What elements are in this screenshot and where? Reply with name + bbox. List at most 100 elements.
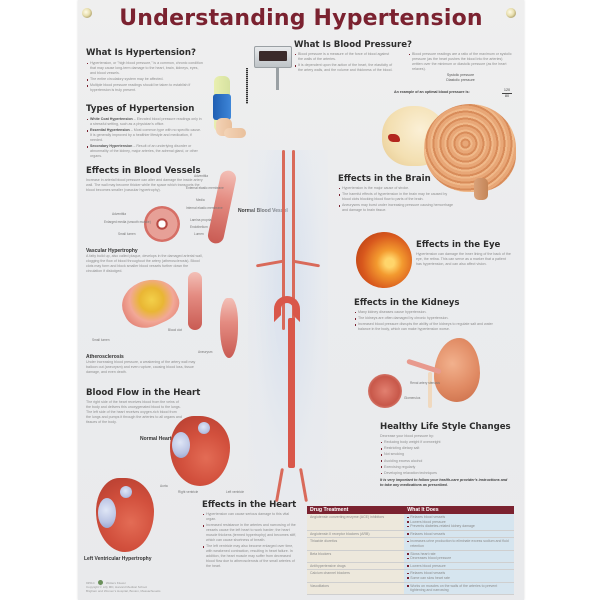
table-row: Angiotensin converting enzyme (ACE) inhi…	[307, 514, 514, 531]
aortic-arch	[274, 296, 300, 322]
optimal-bp-label: An example of an optimal blood pressure …	[394, 90, 470, 94]
lifestyle-note: It is very important to follow your heal…	[380, 477, 508, 487]
section-types-of-hypertension: Types of Hypertension White Coat Hyperte…	[86, 104, 204, 161]
table-row: Antihypertensive drugs Lowers blood pres…	[307, 562, 514, 571]
table-row: Angiotensin II receptor blockers (ARB) R…	[307, 530, 514, 539]
subheading: Atherosclerosis	[86, 354, 124, 360]
bullet: Essential Hypertension – Most common typ…	[86, 128, 204, 143]
bullet: Increased blood pressure disrupts the ab…	[354, 322, 504, 332]
poster-title: Understanding Hypertension	[119, 6, 483, 31]
label-lumen: Lumen	[194, 232, 204, 236]
section-heading: Effects in the Heart	[202, 500, 297, 510]
bullet: Blood pressure readings are a ratio of t…	[408, 52, 513, 72]
glomerulus-illustration	[368, 374, 402, 408]
section-heading: What Is Hypertension?	[86, 48, 196, 58]
publisher-logo-icon	[97, 580, 103, 585]
stroke-area	[388, 134, 400, 142]
label-lamina-propria: Lamina propria	[190, 218, 212, 222]
section-heading: Healthy Life Style Changes	[380, 422, 511, 432]
label-small-lumen: Small lumen	[92, 338, 110, 342]
bullet: The left ventricle may also become enlar…	[202, 544, 300, 569]
carotid-artery-right	[292, 150, 295, 330]
carotid-artery-left	[282, 150, 285, 330]
descending-aorta	[288, 318, 295, 468]
plaque-vessel-illustration	[114, 270, 186, 336]
lifestyle-intro: Decrease your blood pressure by:	[380, 434, 434, 438]
table-row: Vasodilators Works on muscles on the wal…	[307, 582, 514, 595]
section-blood-flow-heart: Blood Flow in the Heart The right side o…	[86, 388, 201, 425]
lvh-heart-illustration	[96, 478, 154, 552]
bullet: Hypertension, or "high blood pressure," …	[86, 61, 204, 76]
lvh-label: Left Ventricular Hypertrophy	[84, 556, 152, 562]
footer-credits: 9351C Wolters Kluwer Copyright © Lilly M…	[86, 580, 206, 593]
monitor-stand	[276, 68, 279, 90]
label-media: Media	[196, 198, 205, 202]
bullet: Aneurysms may burst under increasing pre…	[338, 203, 456, 213]
bullet: Not smoking	[380, 452, 510, 457]
brainstem	[474, 178, 488, 200]
vascular-hypertrophy: Vascular Hypertrophy A fatty build up, a…	[86, 248, 204, 274]
section-effects-heart: Effects in the Heart Hypertension can ca…	[202, 500, 300, 571]
section-heading: Blood Flow in the Heart	[86, 388, 201, 398]
cuff-tube	[246, 68, 248, 104]
section-text: Increase in arterial blood pressure can …	[86, 178, 203, 192]
section-effects-kidneys: Effects in the Kidneys Many kidney disea…	[354, 298, 504, 334]
section-heading: Effects in the Kidneys	[354, 298, 460, 308]
atherosclerosis: Atherosclerosis Under increasing blood p…	[86, 354, 204, 375]
diastolic-label: Diastolic pressure	[446, 77, 475, 82]
aneurysm-vessel	[220, 298, 238, 358]
eye-retina-illustration	[356, 232, 412, 288]
systolic-label: Systolic pressure	[446, 73, 475, 78]
bullet: Developing relaxation techniques	[380, 471, 510, 476]
hypertension-poster: Understanding Hypertension What Is Hyper…	[78, 0, 524, 600]
thickened-vessel-cross-section	[144, 206, 180, 242]
label-enlarged-media: Enlarged media (smooth muscle)	[104, 220, 151, 224]
publisher-name: Wolters Kluwer	[105, 580, 126, 585]
blood-clot-vessel	[188, 272, 202, 330]
section-text: A fatty build up, also called plaque, de…	[86, 254, 203, 273]
section-text: Hypertension can damage the inner lining…	[416, 252, 511, 266]
label-glomerulus: Glomerulus	[404, 396, 421, 400]
credit-line: Brigham and Women's Hospital, Boston, Ma…	[86, 589, 161, 593]
normal-heart-illustration	[170, 416, 230, 486]
bullet: Avoiding excess alcohol	[380, 459, 510, 464]
bullet: It is dependent upon the action of the h…	[294, 63, 394, 73]
arm-cuff-illustration	[212, 76, 248, 146]
section-effects-blood-vessels: Effects in Blood Vessels Increase in art…	[86, 166, 204, 193]
grommet-left-icon	[82, 8, 92, 18]
section-heading: Effects in Blood Vessels	[86, 166, 201, 176]
brain-illustration	[424, 104, 516, 192]
label-renal-artery: Renal artery stenosis	[410, 381, 440, 385]
ureter	[428, 372, 432, 408]
label-aorta: Aorta	[160, 484, 168, 488]
bullet: Hypertension is the major cause of strok…	[338, 186, 456, 191]
credit-line: Copyright © Lilly MD, Harvard Medical Sc…	[86, 585, 147, 589]
product-code: 9351C	[86, 580, 95, 585]
bp-monitor-illustration	[254, 46, 292, 68]
bullet: Many kidney diseases cause hypertension.	[354, 310, 504, 315]
bullet: Hypertension can cause serious damage to…	[202, 512, 300, 522]
label-external-elastic: External elastic membrane	[186, 186, 224, 190]
drug-treatment-table: Drug Treatment What It Does Angiotensin …	[307, 506, 514, 595]
bullet: The harmful effects of hypertension in t…	[338, 192, 456, 202]
label-endothelium: Endothelium	[190, 225, 208, 229]
section-heading: Types of Hypertension	[86, 104, 195, 114]
label-blood-clot: Blood clot	[168, 328, 182, 332]
table-row: Thiazide diuretics Increases urine produ…	[307, 537, 514, 551]
label-aneurysm: Aneurysm	[198, 350, 213, 354]
bullet: The entire circulatory system may be aff…	[86, 77, 204, 82]
section-lifestyle-changes: Healthy Life Style Changes Decrease your…	[380, 422, 511, 488]
section-what-is-blood-pressure: What Is Blood Pressure? Blood pressure i…	[294, 40, 412, 74]
bullet: Reducing body weight if overweight	[380, 440, 510, 445]
label-right-ventricle: Right ventricle	[178, 490, 199, 494]
bullet: Secondary Hypertension – Result of an un…	[86, 144, 204, 159]
subheading: Vascular Hypertrophy	[86, 248, 138, 254]
section-effects-brain: Effects in the Brain Hypertension is the…	[338, 174, 456, 215]
label-internal-elastic: Internal elastic membrane	[186, 206, 223, 210]
section-effects-eye: Effects in the Eye Hypertension can dama…	[416, 240, 512, 267]
section-heading: Effects in the Eye	[416, 240, 501, 250]
normal-heart-label: Normal Heart	[140, 436, 172, 442]
bullet: Restricting dietary salt	[380, 446, 510, 451]
column-header-what-it-does: What It Does	[404, 506, 514, 514]
